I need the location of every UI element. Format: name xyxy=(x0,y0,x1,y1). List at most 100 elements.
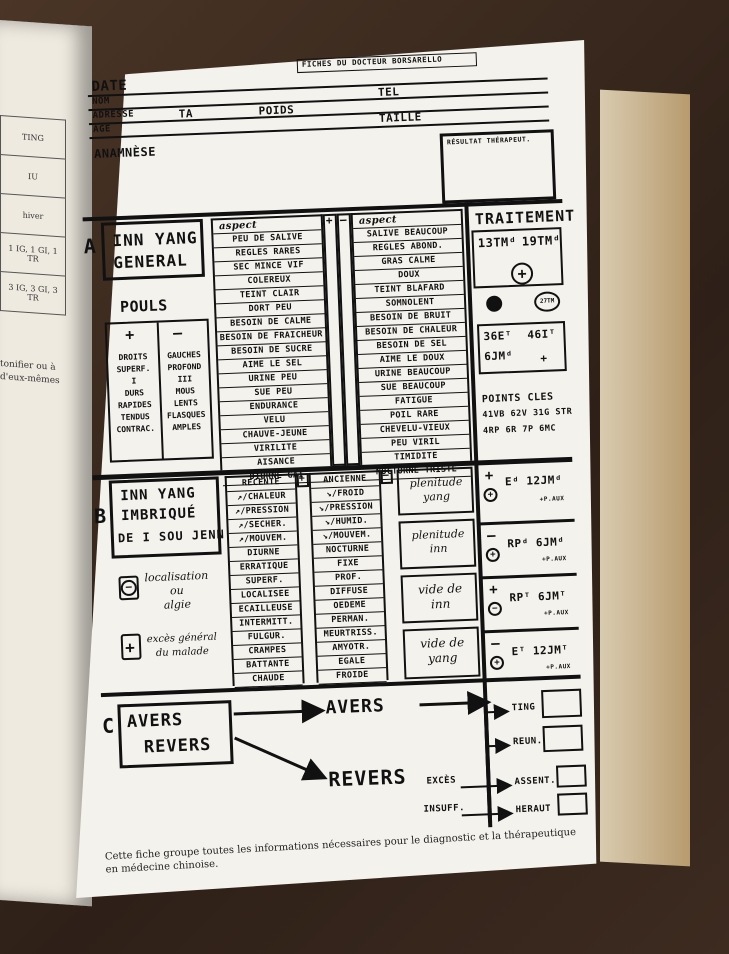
state-label: plenitude inn xyxy=(411,527,465,556)
left-table-cell: IU xyxy=(0,154,66,199)
minus-sign: — xyxy=(125,581,133,594)
traitement-line-1b: 19TMᵈ xyxy=(521,233,561,249)
revers-arrow-label: REVERS xyxy=(327,764,407,792)
treat-note: +P.AUX xyxy=(541,555,567,564)
recente-column: RECENTE ↗/CHALEUR↗/PRESSION↗/SECHER.↗/MO… xyxy=(224,473,305,688)
title-line-2: IMBRIQUÉ xyxy=(120,505,197,525)
left-table-cell: TING xyxy=(0,115,66,160)
treat-sign: + xyxy=(488,581,499,599)
title-line-3: DE I SOU JENN xyxy=(117,527,226,546)
book-page-edges xyxy=(600,89,690,867)
state-label: vide de inn xyxy=(417,581,463,612)
circle-27tm-icon: 27TM xyxy=(533,291,561,313)
title-line-1: INN YANG xyxy=(120,485,196,505)
poids-label: POIDS xyxy=(258,103,295,118)
anamnese-label: ANAMNÈSE xyxy=(93,144,157,161)
treat-sign: — xyxy=(490,635,501,653)
section-letter-c: C xyxy=(101,713,116,739)
avers-arrow-label: AVERS xyxy=(325,695,386,719)
left-table-cell: 1 IG, 1 GI, 1 TR xyxy=(0,232,66,277)
assent-input-box[interactable] xyxy=(555,764,587,788)
treat-note: +P.AUX xyxy=(539,495,565,504)
left-page-text: tonifier ou à d'eux-mêmes xyxy=(0,358,70,389)
title-line-1: INN YANG xyxy=(112,228,198,251)
heraut-input-box[interactable] xyxy=(557,792,588,816)
traitement-line-2a: 36Eᵀ xyxy=(483,329,513,344)
circle-27tm-label: 27TM xyxy=(539,297,555,305)
pouls-minus-sign: — xyxy=(172,323,183,343)
circle-plus-icon: + xyxy=(483,487,498,503)
age-label: AGE xyxy=(93,124,112,135)
traitement-box-1: 13TMᵈ 19TMᵈ + xyxy=(471,227,564,289)
ancienne-column: ANCIENNE ↘/FROID↘/PRESSION↘/HUMID.↘/MOUV… xyxy=(308,470,389,685)
points-cles-title: POINTS CLES xyxy=(481,391,554,406)
exces-label: EXCÈS xyxy=(426,775,457,787)
left-table-cell: 3 IG, 3 GI, 3 TR xyxy=(0,271,66,316)
heraut-label: HERAUT xyxy=(515,803,552,816)
state-box-vide-yang: vide de yang xyxy=(402,626,481,680)
arrow-lines xyxy=(233,691,514,823)
ta-label: TA xyxy=(178,107,194,121)
pouls-item: SUPERF. xyxy=(116,363,151,375)
treat-text: RPᵈ 6JMᵈ xyxy=(507,535,565,551)
plus-tab-sign: + xyxy=(298,473,306,485)
resultat-label: RÉSULTAT THÉRAPEUT. xyxy=(446,135,531,147)
treat-note: +P.AUX xyxy=(543,609,569,618)
plus-sign: + xyxy=(124,637,136,658)
state-box-vide-inn: vide de inn xyxy=(400,572,479,624)
points-line-1: 41VB 62V 31G STR xyxy=(482,406,573,421)
exces-general-text: excès général du malade xyxy=(147,631,218,662)
adresse-label: ADRESSE xyxy=(92,109,135,121)
localisation-text: localisation ou algie xyxy=(144,569,209,613)
localisation-line: algie xyxy=(163,597,192,612)
diagnostic-sheet: FICHES DU DOCTEUR BORSARELLO DATE NOM AD… xyxy=(77,49,589,867)
pouls-plus-sign: + xyxy=(124,325,135,344)
circle-plus-icon: + xyxy=(510,262,534,286)
treat-text: Eᵀ 12JMᵀ xyxy=(511,643,569,659)
traitement-line-2b: 46Iᵀ xyxy=(527,327,557,342)
pouls-label: POULS xyxy=(119,296,169,317)
state-label: vide de yang xyxy=(419,635,465,666)
left-table-cell: hiver xyxy=(0,193,66,238)
section-letter-a: A xyxy=(83,233,98,259)
treat-separator xyxy=(482,626,579,634)
state-box-plenitude-yang: plenitude yang xyxy=(396,466,475,516)
minus-tab-sign: — xyxy=(382,469,390,482)
nom-label: NOM xyxy=(91,96,111,107)
title-line-2: GENERAL xyxy=(112,250,189,273)
treat-sign: + xyxy=(484,467,495,485)
sign-plus: + xyxy=(325,213,334,228)
reun-input-box[interactable] xyxy=(542,724,584,753)
treat-note: +P.AUX xyxy=(546,663,572,671)
filled-dot-icon xyxy=(485,295,503,312)
minus-tab: — xyxy=(380,469,394,485)
ting-input-box[interactable] xyxy=(541,688,583,719)
insuff-label: INSUFF. xyxy=(423,803,466,815)
pouls-item: PROFOND xyxy=(167,361,202,373)
traitement-line-1a: 13TMᵈ xyxy=(477,234,517,251)
treat-text: RPᵀ 6JMᵀ xyxy=(509,589,567,605)
points-line-2: 4RP 6R 7P 6MC xyxy=(482,423,557,437)
pouls-item: AMPLES xyxy=(172,422,202,433)
circle-minus-icon: — xyxy=(118,575,140,601)
left-page-table: TING IU hiver 1 IG, 1 GI, 1 TR 3 IG, 3 G… xyxy=(0,115,66,316)
ancienne-list: ↘/FROID↘/PRESSION↘/HUMID.↘/MOUVEM.NOCTUR… xyxy=(311,486,387,685)
circle-plus-icon: + xyxy=(485,547,501,563)
taille-label: TAILLE xyxy=(378,110,422,125)
circle-plus-sign: + xyxy=(517,264,527,283)
section-letter-b: B xyxy=(93,503,108,529)
avers-revers-box: AVERS REVERS xyxy=(117,700,234,769)
localisation-line: localisation xyxy=(144,568,209,585)
ting-label: TING xyxy=(511,702,536,714)
pouls-item: FLASQUES xyxy=(166,409,206,421)
plus-tab: + xyxy=(296,472,310,488)
exces-line: du malade xyxy=(155,645,210,659)
plus-box-icon: + xyxy=(120,633,142,661)
sign-minus: — xyxy=(339,213,348,227)
circle-minus-icon: − xyxy=(487,601,503,617)
recente-list: ↗/CHALEUR↗/PRESSION↗/SECHER.↗/MOUVEM.DIU… xyxy=(227,489,303,688)
